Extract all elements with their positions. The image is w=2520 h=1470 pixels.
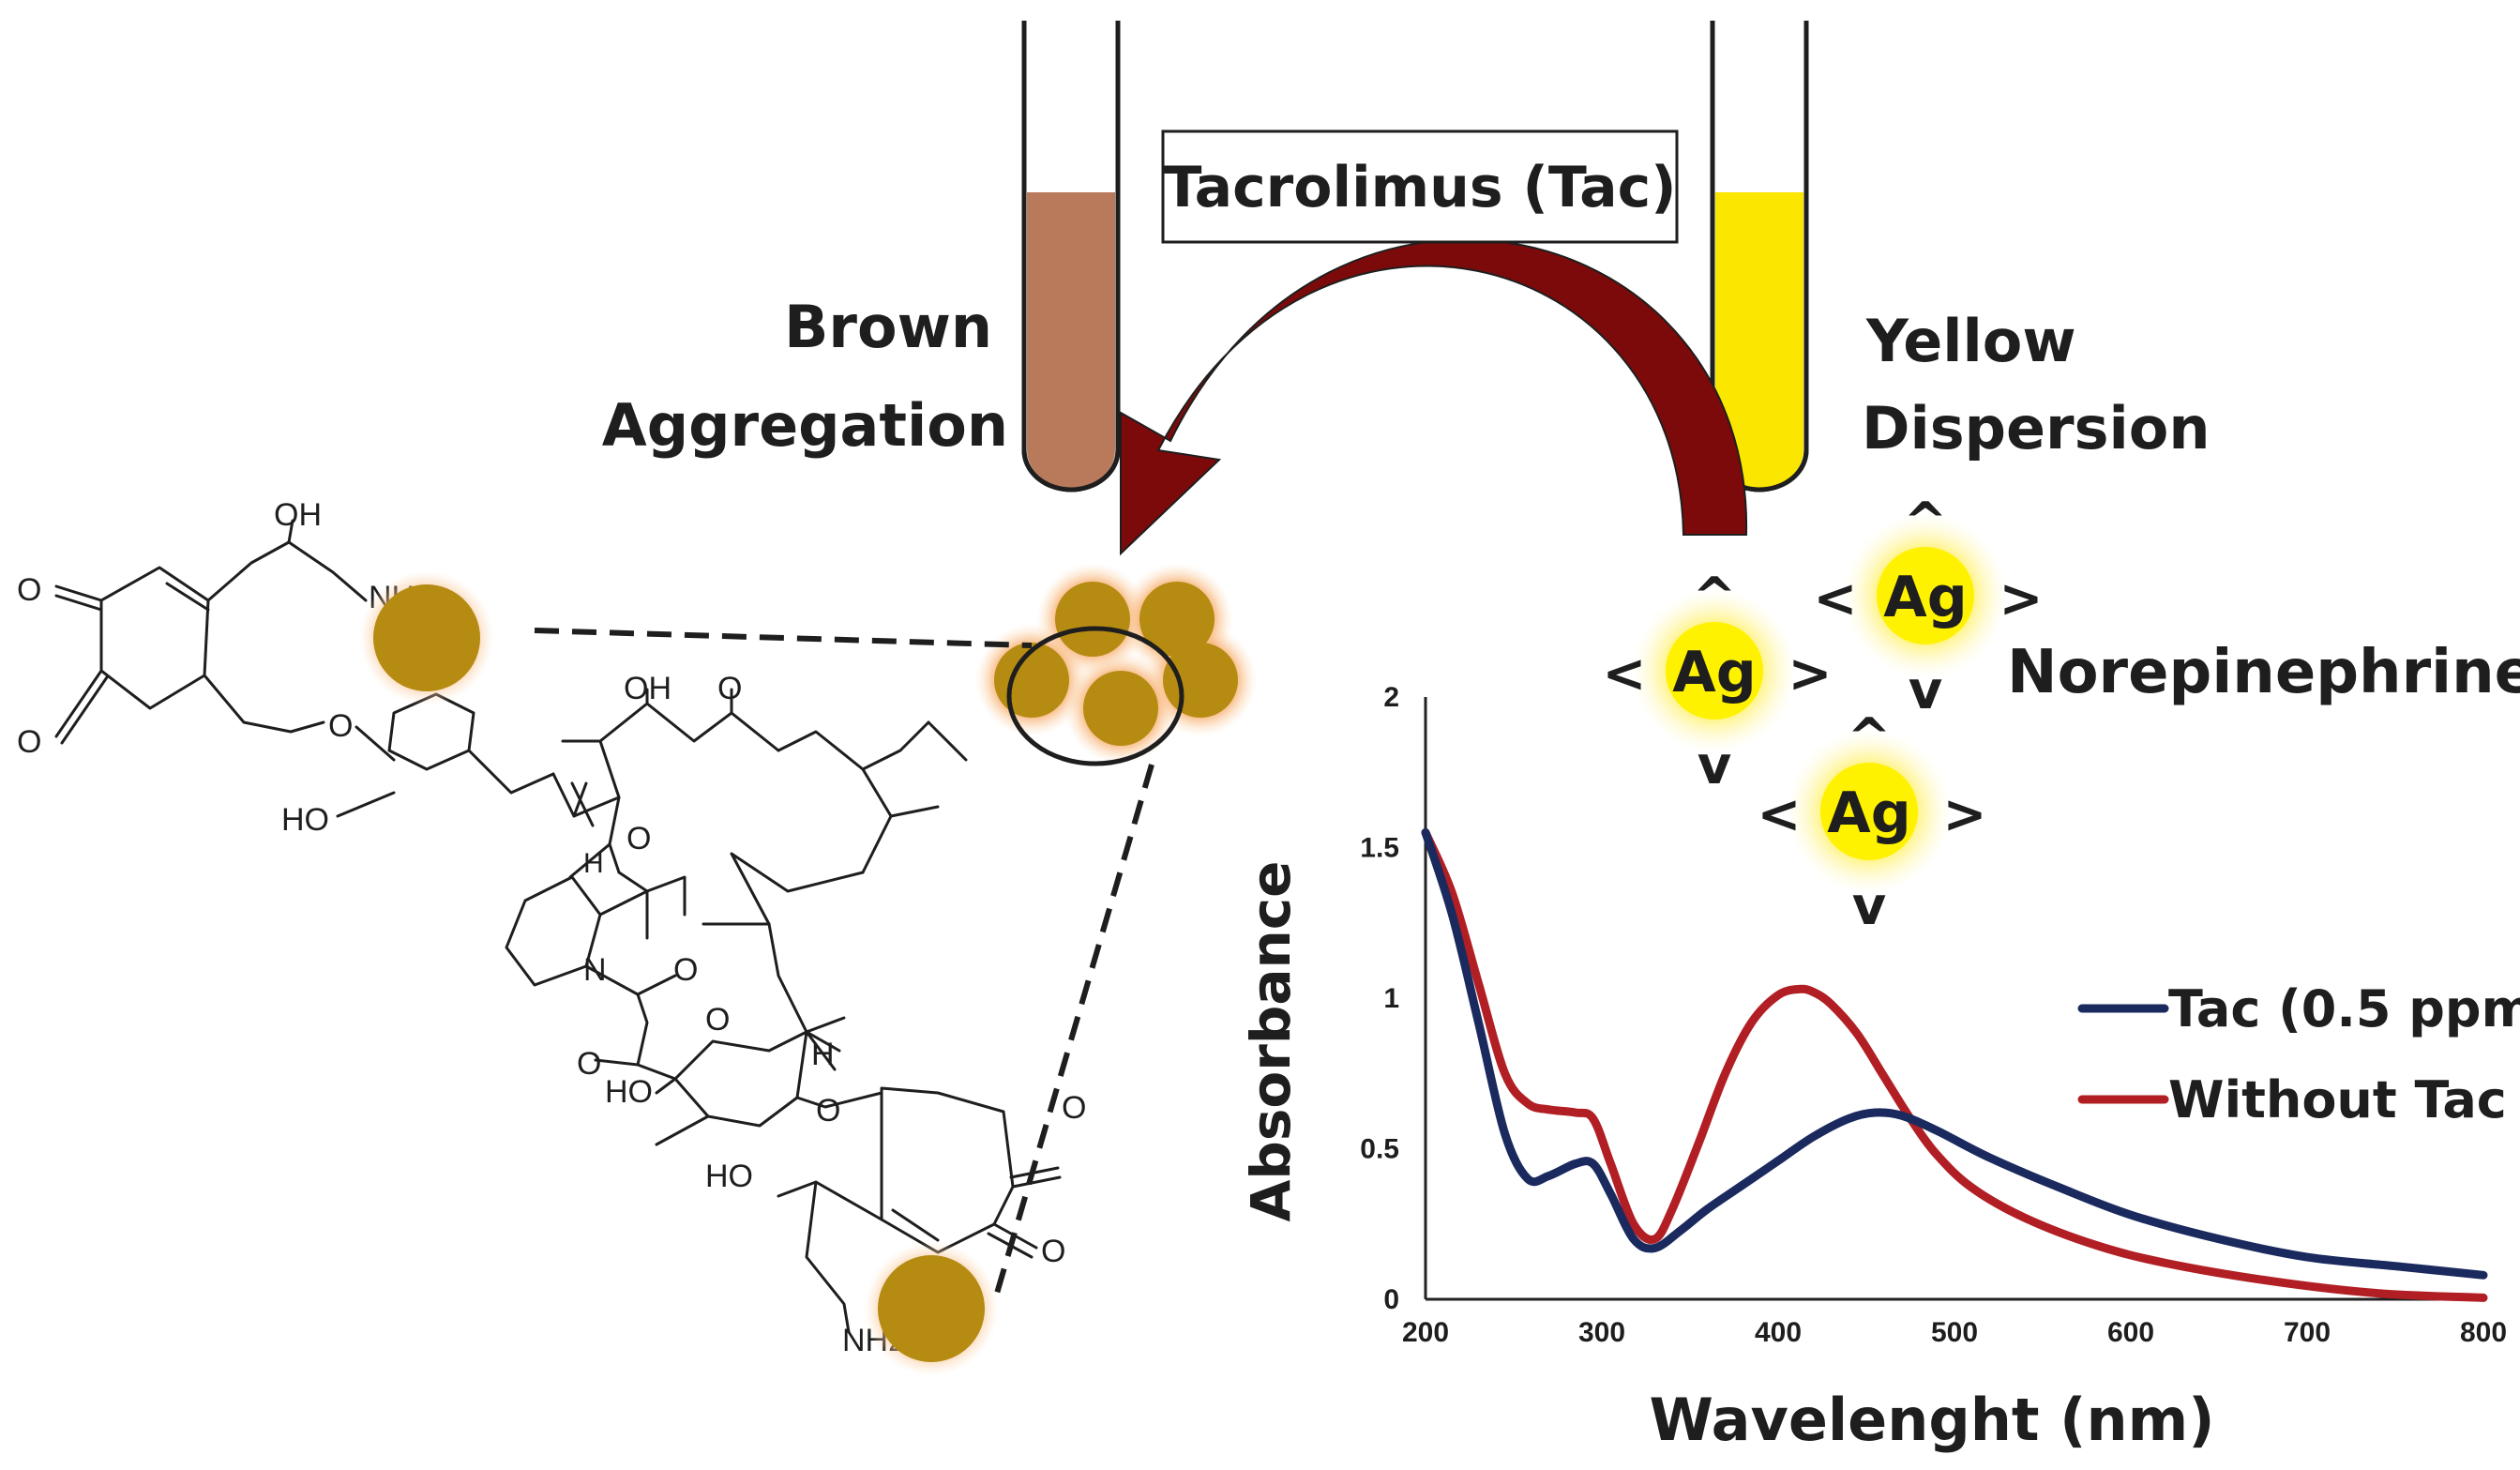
atom-label: O <box>1062 1090 1086 1126</box>
dashed-connector-bottom <box>993 764 1154 1297</box>
x-tick-label: 500 <box>1931 1317 1978 1348</box>
chart-x-axis-label: Wavelenght (nm) <box>1649 1386 2214 1454</box>
curved-reaction-arrow <box>1120 238 1748 556</box>
dashed-connector-top <box>534 628 1033 648</box>
y-tick-label: 0.5 <box>1360 1134 1399 1165</box>
ligand-left-icon: < <box>1758 784 1802 845</box>
nanoparticle-aggregate <box>975 563 1257 766</box>
chart-y-axis-label: Absorbance <box>1239 860 1303 1221</box>
x-tick-label: 600 <box>2107 1317 2154 1348</box>
brown-liquid <box>1027 192 1115 488</box>
atom-label: HO <box>705 1159 753 1194</box>
yellow-label-line2: Dispersion <box>1862 394 2211 462</box>
ag-nanoparticle-2: Ag ^ < > v <box>1814 492 2044 721</box>
ligand-right-icon: > <box>1999 568 2044 629</box>
ligand-right-icon: > <box>1788 644 1833 705</box>
atom-label: H <box>583 848 604 879</box>
ag-label-1: Ag <box>1672 640 1756 705</box>
ligand-down-icon: v <box>1909 660 1943 721</box>
ligand-up-icon: ^ <box>1693 567 1737 628</box>
ligand-left-icon: < <box>1814 568 1858 629</box>
ag-label-2: Ag <box>1883 565 1967 630</box>
atom-label: N <box>583 952 607 988</box>
atom-label: O <box>328 708 353 744</box>
ag-label-3: Ag <box>1827 780 1910 846</box>
series-line-1 <box>1421 827 2488 1302</box>
atom-label: HO <box>605 1074 653 1110</box>
ag-nanoparticle-3: Ag ^ < > v <box>1758 707 1987 937</box>
ag-nanoparticle-1: Ag ^ < > v <box>1603 567 1833 796</box>
ligand-left-icon: < <box>1603 644 1647 705</box>
atom-label: H <box>811 1037 835 1072</box>
title-box: Tacrolimus (Tac) <box>1161 129 1679 244</box>
y-tick-label: 1 <box>1383 983 1399 1014</box>
yellow-label-line1: Yellow <box>1865 307 2076 375</box>
yellow-liquid <box>1715 192 1803 488</box>
atom-label: O <box>705 1002 730 1038</box>
atom-label: HO <box>281 802 329 838</box>
atom-label: O <box>673 952 698 988</box>
brown-label-line1: Brown <box>784 293 992 361</box>
brown-label-line2: Aggregation <box>602 391 1008 460</box>
atom-label: OH <box>274 497 322 533</box>
atom-label: O <box>1041 1234 1065 1269</box>
tacrolimus-norepinephrine-structure <box>54 519 1062 1334</box>
legend-label: Without Tac <box>2168 1070 2507 1129</box>
ligand-up-icon: ^ <box>1848 707 1892 768</box>
atom-label: OH <box>624 671 671 706</box>
gold-nanoparticle-top <box>359 570 494 705</box>
norepinephrine-label: Norepinephrine <box>2007 638 2520 707</box>
atom-label: O <box>17 724 41 760</box>
x-tick-label: 300 <box>1578 1317 1625 1348</box>
y-tick-label: 0 <box>1383 1284 1399 1315</box>
y-tick-label: 2 <box>1383 682 1399 713</box>
ligand-down-icon: v <box>1852 876 1887 937</box>
ligand-right-icon: > <box>1943 784 1987 845</box>
title-text: Tacrolimus (Tac) <box>1163 155 1676 220</box>
series-line-0 <box>1421 827 2488 1280</box>
y-tick-label: 1.5 <box>1360 833 1399 864</box>
x-tick-label: 700 <box>2284 1317 2331 1348</box>
atom-label: O <box>577 1046 601 1082</box>
x-tick-label: 200 <box>1402 1317 1449 1348</box>
ligand-up-icon: ^ <box>1904 492 1948 553</box>
atom-label: O <box>816 1093 840 1129</box>
legend-label: Tac (0.5 ppm) <box>2168 979 2520 1038</box>
brown-test-tube <box>1021 21 1121 493</box>
ligand-down-icon: v <box>1698 735 1732 796</box>
atom-label: O <box>17 572 41 608</box>
x-tick-label: 800 <box>2460 1317 2507 1348</box>
x-tick-label: 400 <box>1755 1317 1802 1348</box>
atom-label: O <box>717 671 742 706</box>
gold-nanoparticle-bottom <box>864 1241 999 1376</box>
atom-label: O <box>626 821 651 856</box>
